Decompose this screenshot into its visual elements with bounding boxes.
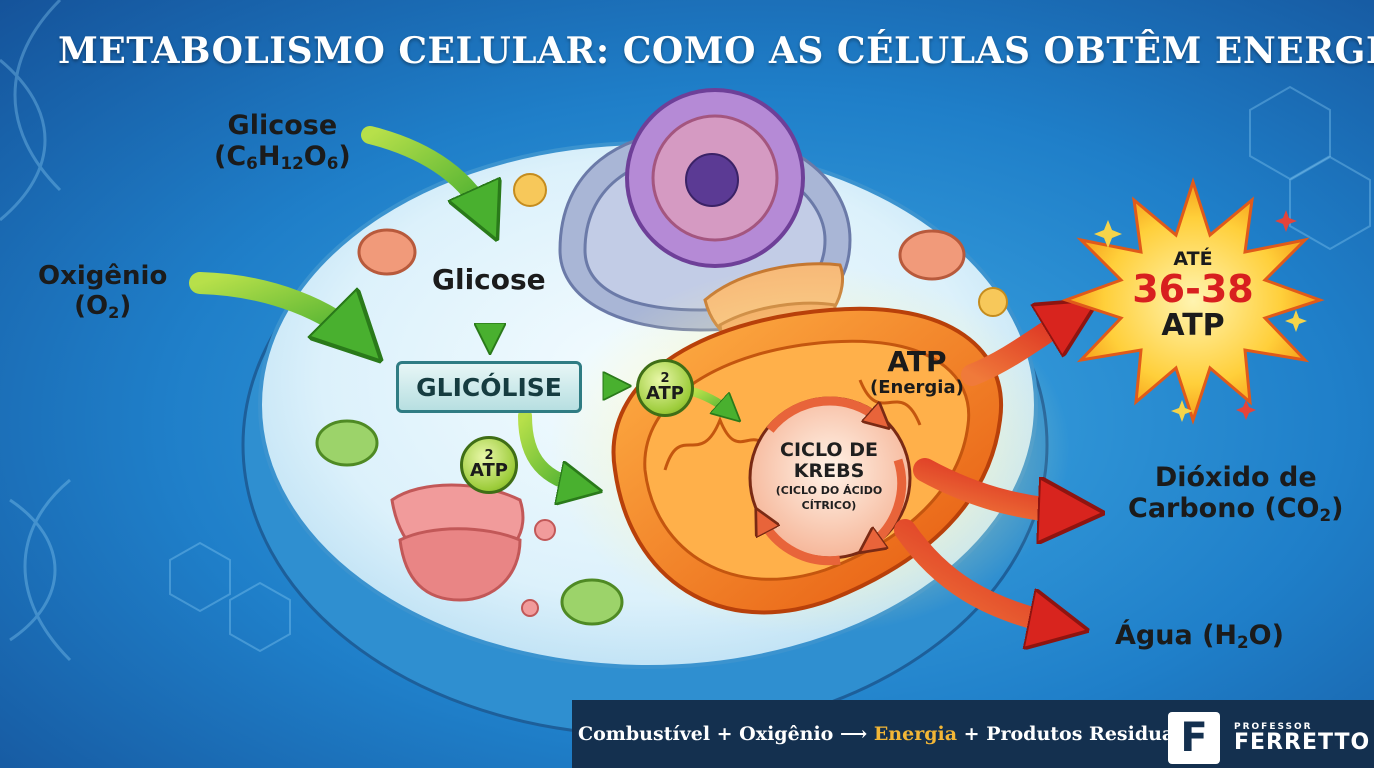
atp-to-krebs-arrow [689,387,732,414]
glicose-arrow [361,126,488,220]
glicolise-to-mito-arrow [518,409,585,488]
brand-logo: F PROFESSOR FERRETTO [1168,712,1370,764]
atp-output-arrow [961,312,1078,386]
equation-text: Combustível + Oxigênio ⟶ Energia + Produ… [578,723,1193,745]
krebs-cycle [748,396,912,566]
glicolise-box: GLICÓLISE [396,361,582,413]
oxigenio-input-label: Oxigênio (O2) [38,261,168,322]
logo-f-icon: F [1168,712,1220,764]
glicose-input-label: Glicose (C6H12O6) [214,110,351,172]
golgi-pink [390,483,525,602]
background-decoration [0,0,1371,662]
equation-bar: Combustível + Oxigênio ⟶ Energia + Produ… [572,700,1374,768]
h2o-output-label: Água (H2O) [1115,620,1284,653]
atp-badge-glicolise: 2 ATP [636,359,694,417]
atp-yield-burst [1061,177,1325,425]
atp-yield-text: ATÉ 36-38 ATP [1132,248,1254,343]
oxigenio-arrow [189,272,362,342]
h2o-output-arrow [894,519,1065,626]
krebs-label: CICLO DE KREBS (CICLO DO ÁCIDO CÍTRICO) [775,439,883,512]
nucleus [625,88,805,268]
co2-output-arrow [913,458,1078,512]
atp-energy-label: ATP (Energia) [870,345,964,399]
glicose-input-name: Glicose [227,110,338,141]
atp-badge-cytoplasm: 2 ATP [460,436,518,494]
glicose-formula: (C6H12O6) [214,141,351,174]
glicose-label: Glicose [432,263,546,296]
organelles [315,173,1008,626]
page-title: METABOLISMO CELULAR: COMO AS CÉLULAS OBT… [58,30,1374,72]
oxigenio-formula: (O2) [74,290,132,322]
input-arrows [189,126,732,488]
co2-output-label: Dióxido de Carbono (CO2) [1128,462,1344,526]
oxigenio-input-name: Oxigênio [38,261,168,291]
output-arrows [894,312,1078,626]
